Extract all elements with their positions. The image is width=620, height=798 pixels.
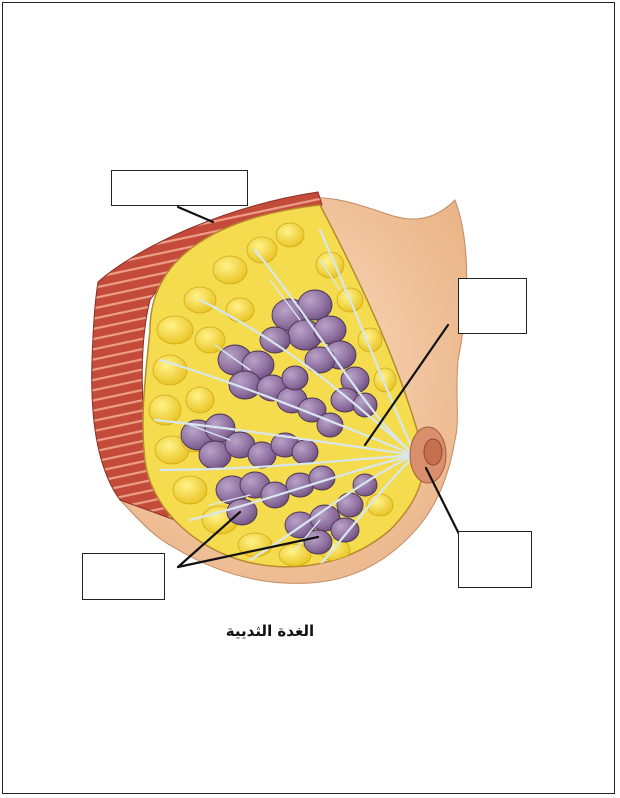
nipple xyxy=(424,439,442,465)
label-box-bottom-left[interactable] xyxy=(82,553,165,600)
figure-caption: الغدة الثديية xyxy=(190,622,350,640)
leader-line-top-left xyxy=(178,207,213,222)
label-box-top-left[interactable] xyxy=(111,170,248,206)
label-box-right-lower[interactable] xyxy=(458,531,532,588)
label-box-right-upper[interactable] xyxy=(458,278,527,334)
